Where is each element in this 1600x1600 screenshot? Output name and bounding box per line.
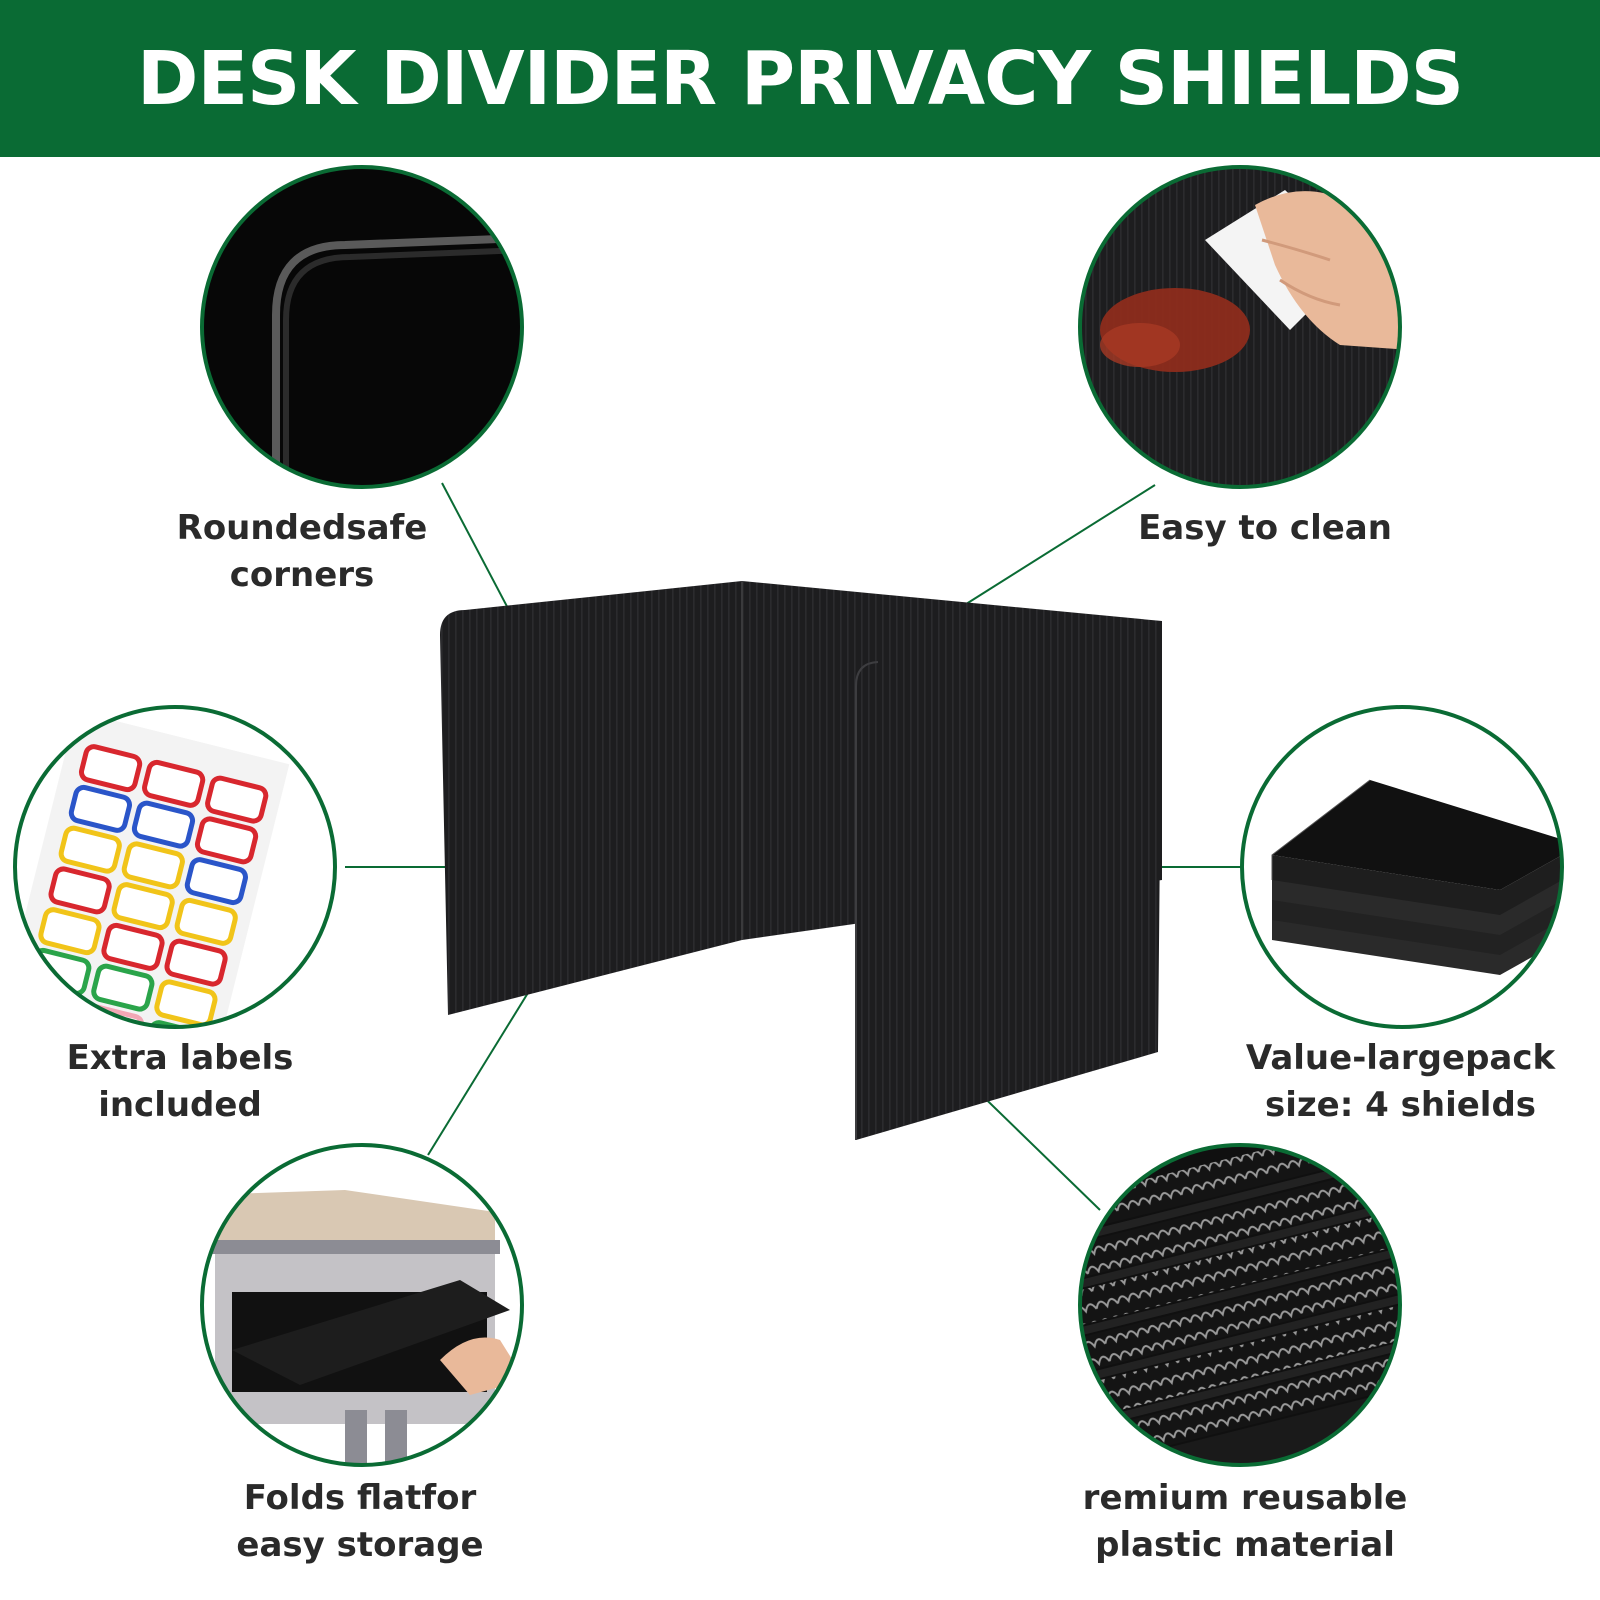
wipe-clean-icon	[1078, 165, 1402, 489]
feature-label-pack: Value-largepack size: 4 shields	[1245, 1038, 1556, 1125]
page-title: DESK DIVIDER PRIVACY SHIELDS	[137, 35, 1464, 122]
feature-label-clean: Easy to clean	[1138, 508, 1392, 548]
feature-label-material: remium reusable plastic material	[1082, 1478, 1408, 1565]
privacy-shield-product	[440, 581, 1162, 1140]
feature-label-labels: Extra labels included	[66, 1038, 294, 1125]
feature-label-corners: Roundedsafe corners	[176, 508, 428, 595]
title-banner: DESK DIVIDER PRIVACY SHIELDS	[0, 0, 1600, 157]
rounded-corner-icon	[200, 165, 524, 489]
feature-label-storage: Folds flatfor easy storage	[236, 1478, 484, 1565]
desk-storage-icon	[200, 1143, 524, 1467]
stacked-shields-icon	[1240, 705, 1564, 1029]
corrugated-plastic-icon	[1078, 1143, 1402, 1467]
